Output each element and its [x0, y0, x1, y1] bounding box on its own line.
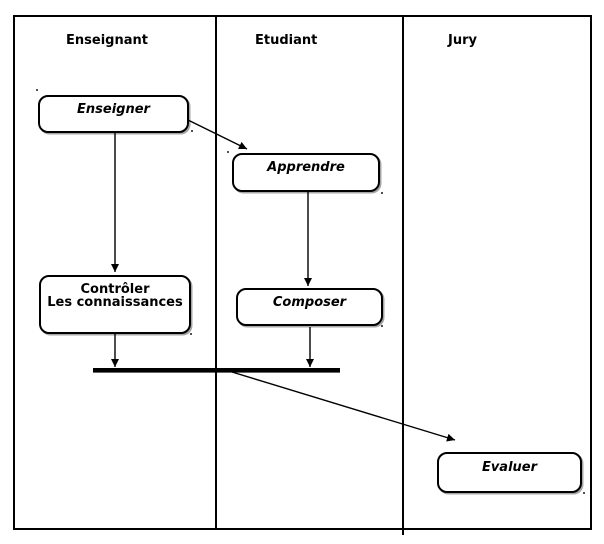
- activity-box-enseigner: Enseigner: [38, 95, 189, 133]
- activity-label-composer: Composer: [272, 294, 347, 310]
- corner-dot: [190, 333, 192, 335]
- lane-divider-1: [215, 15, 217, 530]
- activity-label-controler-line1: Contrôler: [80, 281, 150, 297]
- activity-label-evaluer: Evaluer: [481, 460, 538, 475]
- corner-dot: [381, 192, 383, 194]
- activity-box-evaluer: Evaluer: [437, 452, 582, 493]
- activity-label-enseigner: Enseigner: [77, 101, 150, 117]
- lane-label-etudiant: Etudiant: [255, 33, 318, 48]
- corner-dot: [381, 325, 383, 327]
- swimlane-frame: [13, 15, 592, 530]
- corner-dot: [583, 492, 585, 494]
- lane-label-jury: Jury: [448, 33, 477, 48]
- activity-label-controler-line2: Les connaissances: [47, 295, 183, 310]
- lane-divider-2: [402, 15, 404, 535]
- corner-dot: [191, 130, 193, 132]
- lane-label-enseignant: Enseignant: [66, 33, 148, 48]
- activity-box-controler: Contrôler Les connaissances: [39, 275, 191, 334]
- activity-box-composer: Composer: [236, 288, 383, 326]
- activity-box-apprendre: Apprendre: [232, 153, 380, 192]
- corner-dot: [227, 151, 229, 153]
- activity-label-apprendre: Apprendre: [267, 160, 345, 175]
- corner-dot: [36, 89, 38, 91]
